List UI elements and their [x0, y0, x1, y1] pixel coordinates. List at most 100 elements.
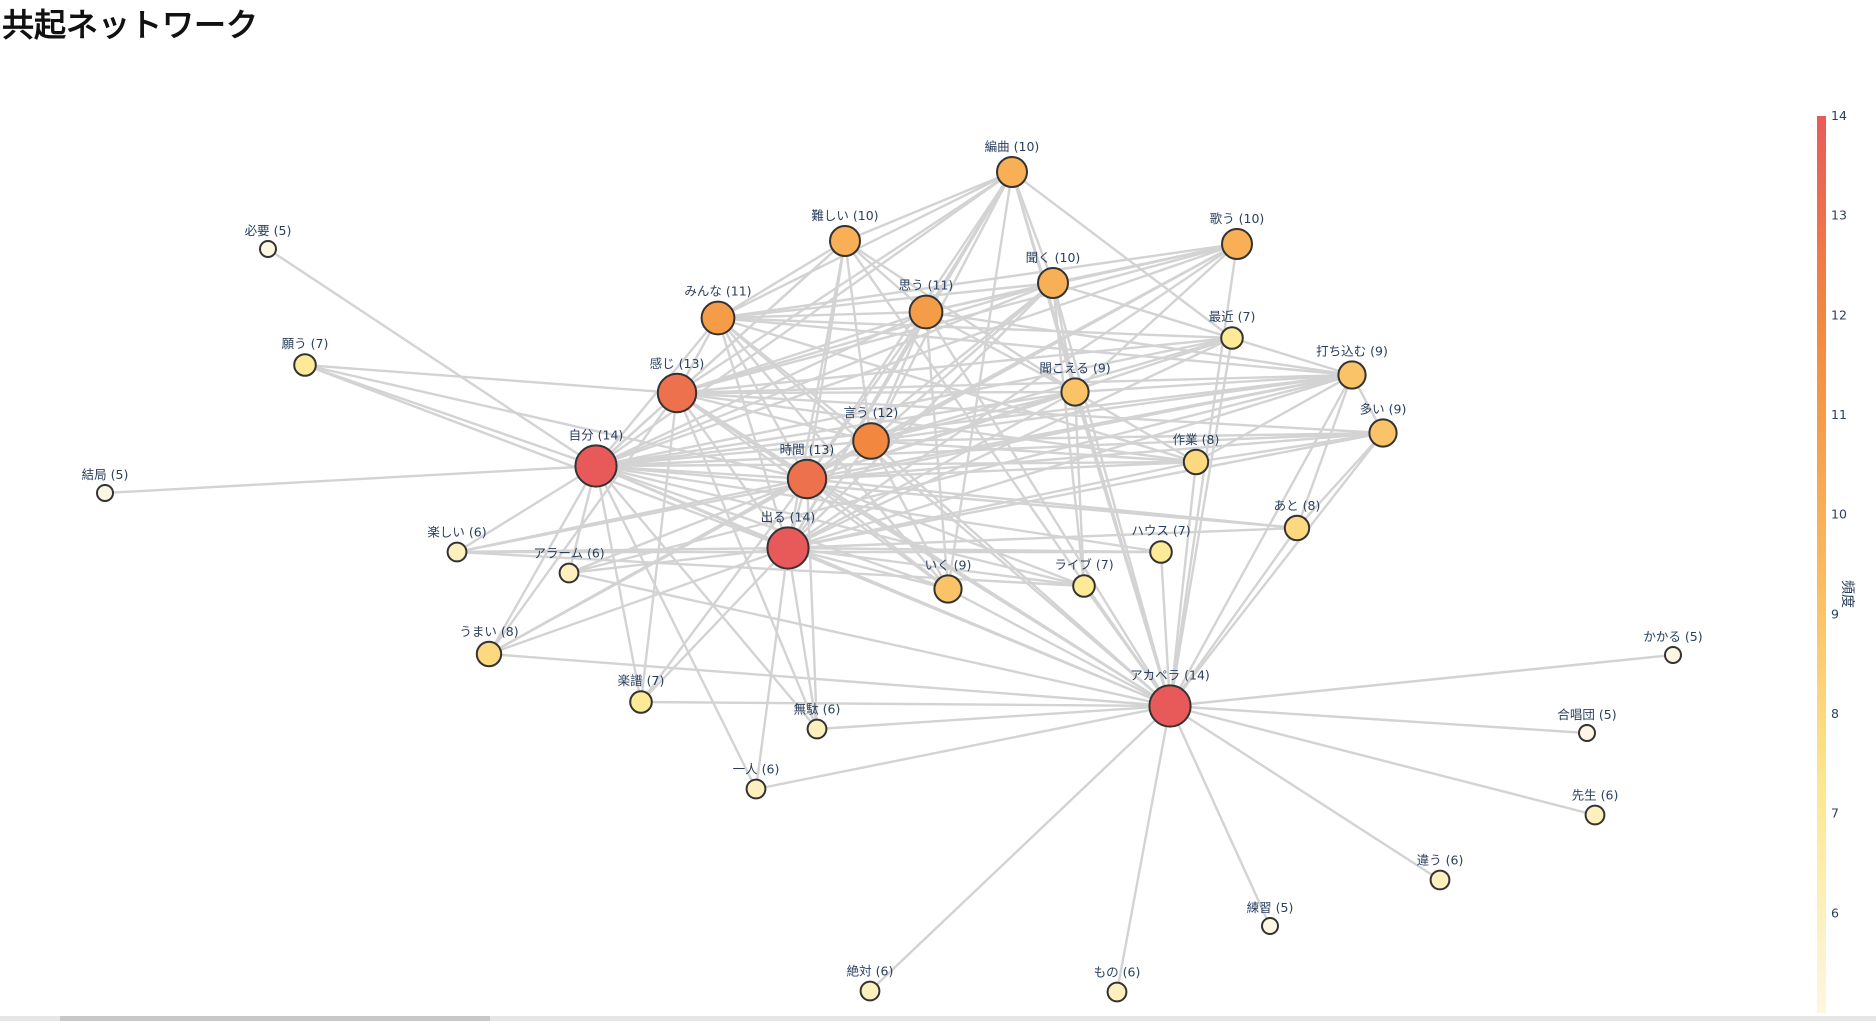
node-一人[interactable]: 一人 (6) — [733, 762, 780, 800]
node-必要[interactable]: 必要 (5) — [245, 223, 292, 258]
scrollbar-thumb[interactable] — [60, 1016, 490, 1021]
node-作業[interactable]: 作業 (8) — [1173, 432, 1220, 476]
edge — [1083, 585, 1171, 707]
node-label: いく (9) — [925, 557, 972, 572]
colorbar-tick-label: 9 — [1831, 606, 1839, 621]
node-label: 難しい (10) — [811, 208, 878, 223]
node-circle[interactable] — [1182, 448, 1210, 476]
node-circle[interactable] — [1584, 804, 1606, 826]
node-違う[interactable]: 違う (6) — [1417, 853, 1464, 891]
node-結局[interactable]: 結局 (5) — [82, 467, 129, 502]
edge — [844, 170, 1013, 243]
edge — [676, 373, 1353, 395]
node-みんな[interactable]: みんな (11) — [684, 284, 752, 336]
node-circle[interactable] — [745, 778, 767, 800]
node-多い[interactable]: 多い (9) — [1360, 401, 1407, 448]
node-先生[interactable]: 先生 (6) — [1572, 788, 1619, 826]
node-聞く[interactable]: 聞く (10) — [1026, 250, 1081, 299]
node-聞こえる[interactable]: 聞こえる (9) — [1039, 360, 1111, 407]
node-circle[interactable] — [446, 541, 468, 563]
node-最近[interactable]: 最近 (7) — [1209, 309, 1256, 350]
node-label: ハウス (7) — [1131, 523, 1190, 538]
node-circle[interactable] — [829, 225, 861, 257]
node-ハウス[interactable]: ハウス (7) — [1131, 523, 1191, 564]
node-circle[interactable] — [806, 718, 828, 740]
node-circle[interactable] — [1220, 326, 1244, 350]
edge — [924, 311, 1172, 707]
node-circle[interactable] — [859, 980, 881, 1002]
node-circle[interactable] — [1221, 228, 1253, 260]
node-時間[interactable]: 時間 (13) — [780, 442, 835, 500]
node-楽しい[interactable]: 楽しい (6) — [427, 525, 487, 563]
node-打ち込む[interactable]: 打ち込む (9) — [1316, 343, 1388, 390]
node-circle[interactable] — [1429, 869, 1451, 891]
edge — [676, 390, 1076, 395]
node-circle[interactable] — [1337, 360, 1367, 390]
edge — [869, 440, 950, 590]
node-無駄[interactable]: 無駄 (6) — [794, 702, 841, 740]
node-難しい[interactable]: 難しい (10) — [811, 208, 879, 257]
node-label: あと (8) — [1274, 498, 1321, 513]
node-circle[interactable] — [786, 458, 828, 500]
node-label: 言う (12) — [844, 405, 899, 420]
node-circle[interactable] — [1037, 267, 1069, 299]
node-label: 最近 (7) — [1209, 309, 1256, 324]
node-circle[interactable] — [996, 156, 1028, 188]
edge — [676, 336, 1233, 395]
node-label: 作業 (8) — [1173, 432, 1220, 447]
node-label: 願う (7) — [282, 336, 329, 351]
node-circle[interactable] — [1578, 724, 1596, 742]
edge — [1115, 705, 1172, 993]
node-自分[interactable]: 自分 (14) — [569, 427, 624, 488]
node-circle[interactable] — [629, 690, 653, 714]
edge — [1195, 373, 1353, 464]
node-circle[interactable] — [558, 562, 580, 584]
node-言う[interactable]: 言う (12) — [844, 405, 899, 460]
node-circle[interactable] — [574, 444, 618, 488]
node-circle[interactable] — [96, 484, 114, 502]
node-絶対[interactable]: 絶対 (6) — [847, 964, 894, 1002]
node-もの[interactable]: もの (6) — [1094, 965, 1141, 1003]
node-思う[interactable]: 思う (11) — [899, 278, 954, 330]
edge — [1168, 243, 1239, 707]
node-出る[interactable]: 出る (14) — [761, 509, 816, 570]
node-circle[interactable] — [852, 422, 890, 460]
node-circle[interactable] — [1149, 540, 1173, 564]
node-かかる[interactable]: かかる (5) — [1643, 629, 1703, 664]
node-circle[interactable] — [475, 640, 503, 668]
horizontal-scrollbar[interactable] — [0, 1016, 1876, 1021]
colorbar-tick-label: 7 — [1831, 806, 1839, 821]
node-circle[interactable] — [908, 294, 944, 330]
node-うまい[interactable]: うまい (8) — [459, 624, 519, 668]
node-合唱団[interactable]: 合唱団 (5) — [1557, 707, 1617, 742]
node-いく[interactable]: いく (9) — [925, 557, 972, 604]
node-編曲[interactable]: 編曲 (10) — [985, 139, 1040, 188]
edge — [717, 281, 1054, 320]
node-circle[interactable] — [259, 240, 277, 258]
node-circle[interactable] — [700, 300, 736, 336]
node-circle[interactable] — [766, 526, 810, 570]
node-楽譜[interactable]: 楽譜 (7) — [618, 673, 665, 714]
node-circle[interactable] — [1283, 514, 1311, 542]
node-circle[interactable] — [1060, 377, 1090, 407]
node-circle[interactable] — [293, 353, 317, 377]
node-感じ[interactable]: 感じ (13) — [650, 356, 705, 414]
edge — [870, 336, 1233, 443]
node-練習[interactable]: 練習 (5) — [1247, 900, 1294, 935]
node-circle[interactable] — [1148, 684, 1192, 728]
node-ライブ[interactable]: ライブ (7) — [1054, 557, 1114, 598]
node-アカペラ[interactable]: アカペラ (14) — [1130, 667, 1210, 728]
node-願う[interactable]: 願う (7) — [282, 336, 329, 377]
node-circle[interactable] — [933, 574, 963, 604]
node-circle[interactable] — [1368, 418, 1398, 448]
node-circle[interactable] — [1072, 574, 1096, 598]
node-アラーム[interactable]: アラーム (6) — [533, 546, 605, 584]
node-circle[interactable] — [1106, 981, 1128, 1003]
edge — [456, 464, 597, 554]
node-circle[interactable] — [1261, 917, 1279, 935]
node-あと[interactable]: あと (8) — [1274, 498, 1321, 542]
colorbar-tick-label: 10 — [1831, 507, 1847, 522]
node-circle[interactable] — [1664, 646, 1682, 664]
node-歌う[interactable]: 歌う (10) — [1210, 211, 1265, 260]
node-circle[interactable] — [656, 372, 698, 414]
